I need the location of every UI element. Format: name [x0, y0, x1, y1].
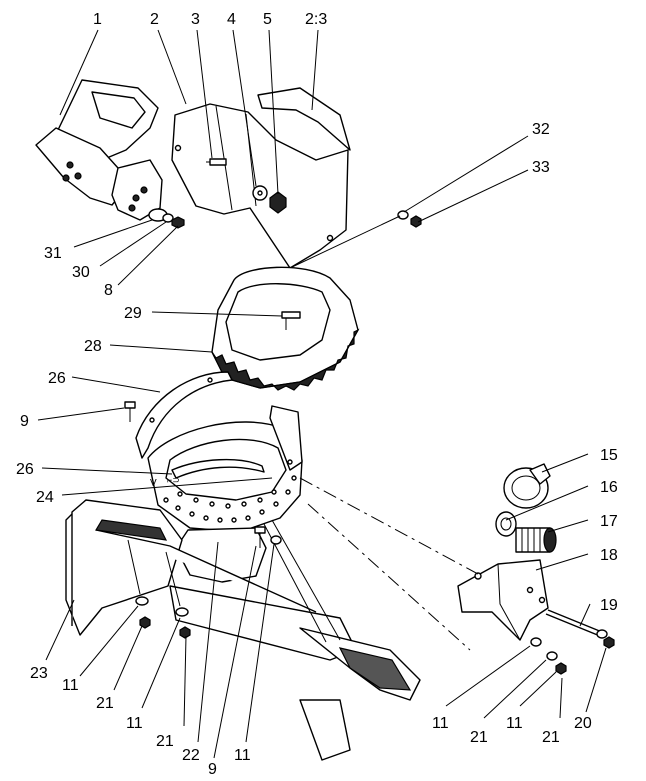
callout-24: 24 [36, 489, 54, 506]
callout-28: 28 [84, 338, 102, 355]
callout-19: 19 [600, 597, 618, 614]
bolt-9-upper [124, 401, 136, 422]
callout-33: 33 [532, 159, 550, 176]
callout-31: 31 [44, 245, 62, 262]
callout-26-upper: 26 [48, 370, 66, 387]
callout-20: 20 [574, 715, 592, 732]
callout-22: 22 [182, 747, 200, 764]
bracket-18 [457, 559, 549, 641]
bolt-9-lower [254, 526, 266, 548]
washer-nut-set-3 [530, 637, 567, 675]
callout-5: 5 [263, 11, 272, 28]
callout-9-lower: 9 [208, 761, 217, 778]
callout-21-b: 21 [156, 733, 174, 750]
washer-nut-set-1 [127, 539, 151, 629]
callout-2-3: 2:3 [305, 11, 327, 28]
ring-hole-row [163, 459, 297, 523]
chute-ring-gear [211, 266, 360, 391]
callout-21-d: 21 [542, 729, 560, 746]
ring-mark-left: V [150, 478, 157, 489]
washer-nut-right [397, 210, 422, 228]
deflector-strip [257, 87, 351, 151]
ring-mark-right: ⌐⊃ [167, 475, 180, 485]
callout-17: 17 [600, 513, 618, 530]
callout-11-a: 11 [62, 677, 79, 694]
callout-11-e: 11 [506, 715, 523, 732]
retaining-strap-upper [135, 371, 233, 459]
leader-lines [37, 29, 607, 759]
callout-30: 30 [72, 264, 90, 281]
retaining-strap-lower [171, 458, 265, 479]
callout-11-c: 11 [234, 747, 251, 764]
gear-16 [495, 511, 517, 537]
callout-29: 29 [124, 305, 142, 322]
callout-11-d: 11 [432, 715, 449, 732]
callout-18: 18 [600, 547, 618, 564]
chute-base-ring [147, 405, 303, 533]
chute-deflector [35, 79, 163, 221]
callout-9-upper: 9 [20, 413, 29, 430]
callout-32: 32 [532, 121, 550, 138]
bolt-29 [281, 311, 301, 330]
shaft-19 [545, 609, 608, 639]
callout-1: 1 [93, 11, 102, 28]
washer-11-lower [270, 535, 282, 545]
nut-20 [603, 636, 615, 649]
washer-stack-left [148, 208, 185, 229]
callout-4: 4 [227, 11, 236, 28]
washer-nut-set-2 [165, 551, 191, 639]
callout-23: 23 [30, 665, 48, 682]
callout-15: 15 [600, 447, 618, 464]
callout-2: 2 [150, 11, 159, 28]
callout-26-lower: 26 [16, 461, 34, 478]
callout-21-a: 21 [96, 695, 114, 712]
pinion-17 [515, 527, 557, 553]
callout-21-c: 21 [470, 729, 488, 746]
callout-8: 8 [104, 282, 113, 299]
callout-16: 16 [600, 479, 618, 496]
callout-3: 3 [191, 11, 200, 28]
bolt-washer-knob [206, 158, 287, 214]
gear-15 [503, 463, 551, 509]
callout-11-b: 11 [126, 715, 143, 732]
